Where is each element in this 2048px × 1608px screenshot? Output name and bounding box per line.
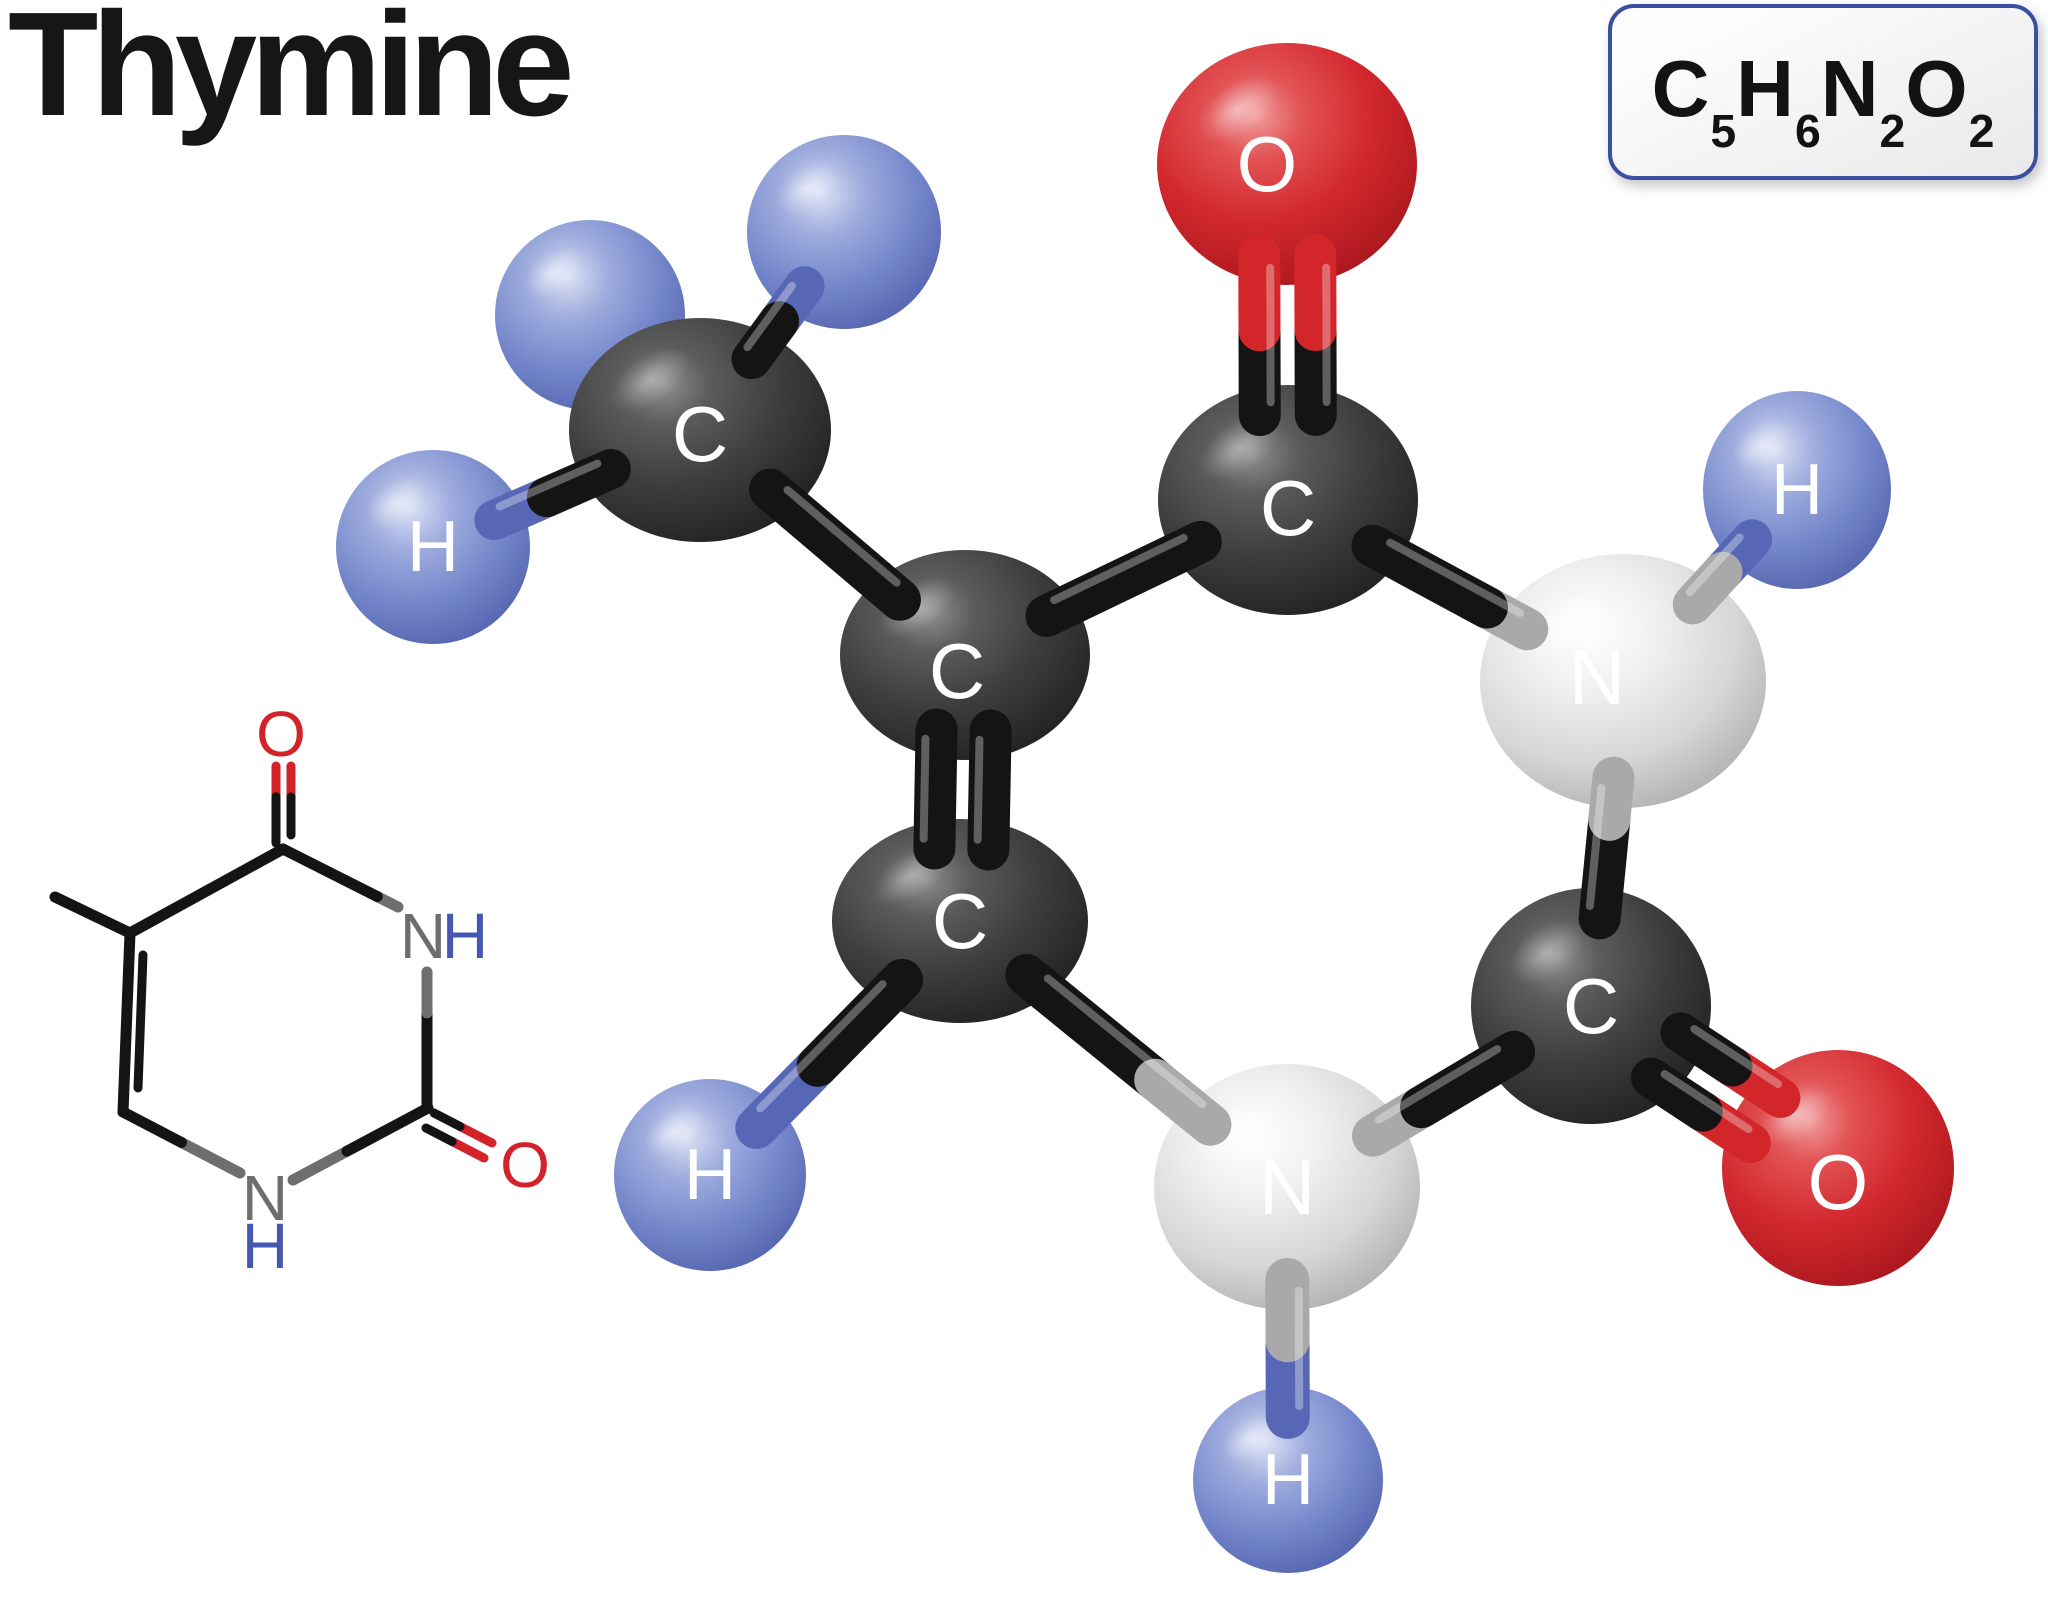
- atom-label-c2: C: [1563, 962, 1619, 1050]
- formula-subscript-h: 6: [1794, 105, 1821, 158]
- formula-symbol-n: N: [1820, 44, 1880, 134]
- ball-and-stick-model: [336, 43, 1954, 1573]
- atom-label-c5: C: [929, 627, 985, 715]
- page-title: Thymine: [8, 0, 575, 147]
- bond-highlight: [495, 459, 602, 511]
- specular-highlight: [609, 347, 691, 412]
- bond-highlight: [743, 281, 796, 352]
- atom-label-n1: N: [1259, 1143, 1315, 1231]
- atom-label-c6: C: [932, 877, 988, 965]
- formula-subscript-o: 2: [1968, 105, 1995, 158]
- bond-c6-h-c6: [735, 958, 924, 1149]
- bond-highlight: [1660, 1070, 1753, 1134]
- formula-symbol-c: C: [1651, 44, 1711, 134]
- atom-label-h-n1: H: [1262, 1440, 1314, 1520]
- skeletal-bond-7: [49, 891, 136, 939]
- bond-n1-h-n1: [1265, 1257, 1310, 1440]
- atom-label-o-top: O: [1237, 120, 1298, 208]
- bond-c5-c-methyl: [749, 468, 921, 621]
- skeletal-bond-2: [287, 1102, 434, 1186]
- skeletal-bond-10: [429, 1108, 497, 1148]
- bond-rods: [474, 233, 1801, 1440]
- skeletal-bond-11: [421, 1123, 489, 1163]
- bond-c2-o-right: [1630, 1012, 1801, 1164]
- atom-label-h-methyl-left: H: [407, 507, 459, 587]
- atom-label-h-n3: H: [1771, 450, 1823, 530]
- skeletal-label-2: H: [442, 900, 488, 972]
- bond-n1-c6: [1005, 953, 1232, 1146]
- atom-label-n3: N: [1569, 633, 1625, 721]
- bond-highlight: [1374, 1045, 1502, 1124]
- bond-highlight: [973, 735, 984, 844]
- bond-highlight: [1050, 533, 1188, 605]
- chemical-formula: C5H6N2O2: [1651, 43, 1995, 154]
- formula-symbol-o: O: [1905, 44, 1969, 134]
- specular-highlight: [365, 478, 427, 529]
- skeletal-label-0: O: [256, 698, 306, 770]
- specular-highlight: [776, 163, 838, 214]
- bond-c2-n1: [1352, 1030, 1536, 1157]
- bond-n3-c2: [1578, 756, 1635, 940]
- formula-symbol-h: H: [1736, 44, 1795, 134]
- bond-n3-h-n3: [1672, 519, 1773, 625]
- bond-highlight: [783, 486, 901, 587]
- atom-label-c-methyl: C: [672, 390, 728, 478]
- specular-highlight: [1507, 921, 1584, 984]
- specular-highlight: [1197, 76, 1279, 143]
- specular-highlight: [1524, 588, 1614, 660]
- bond-c-methyl-h-methyl-top: [731, 266, 825, 380]
- atom-label-c4: C: [1260, 464, 1316, 552]
- bond-highlight: [756, 980, 887, 1113]
- formula-subscript-c: 5: [1710, 105, 1737, 158]
- bond-highlight: [1043, 974, 1207, 1109]
- specular-highlight: [643, 1106, 704, 1157]
- specular-highlight: [1731, 420, 1792, 471]
- bond-c4-n3: [1351, 524, 1549, 651]
- bond-c-methyl-h-methyl-left: [474, 449, 631, 541]
- bond-highlight: [1386, 538, 1525, 617]
- bond-highlight: [1685, 533, 1744, 597]
- atom-label-o-right: O: [1808, 1138, 1869, 1226]
- bond-highlight: [1585, 783, 1606, 911]
- skeletal-label-4: H: [242, 1210, 288, 1282]
- formula-box: C5H6N2O2: [1608, 4, 2038, 180]
- skeletal-bond-4: [117, 927, 136, 1118]
- formula-subscript-n: 2: [1879, 105, 1906, 158]
- skeletal-bond-6: [124, 843, 289, 939]
- atom-labels: H H H H O O C C C N C N C: [407, 120, 1868, 1520]
- bond-highlight: [1690, 1024, 1783, 1088]
- skeletal-bond-0: [277, 843, 404, 913]
- bond-c4-c5: [1025, 520, 1222, 637]
- skeletal-label-1: N: [400, 900, 446, 972]
- atom-label-h-c6: H: [684, 1135, 736, 1215]
- skeletal-label-5: O: [500, 1129, 550, 1201]
- bond-c6-c5: [913, 708, 1012, 871]
- bond-highlight: [919, 734, 930, 843]
- skeletal-label-3: N: [242, 1162, 288, 1234]
- specular-highlight: [523, 247, 584, 297]
- bond-o-top-c4: [1238, 233, 1337, 437]
- skeletal-bond-5: [133, 950, 148, 1093]
- specular-highlight: [1222, 1413, 1282, 1463]
- skeletal-bond-3: [117, 1106, 246, 1179]
